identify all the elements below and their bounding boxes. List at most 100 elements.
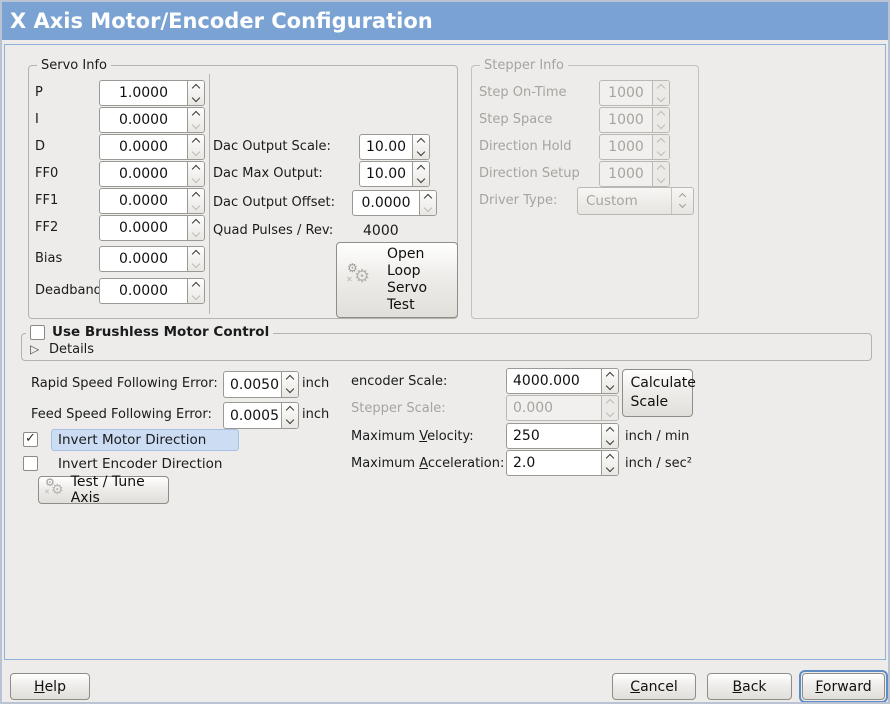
invert-motor-label-highlight: [51, 429, 239, 451]
use-brushless-label: Use Brushless Motor Control: [52, 324, 270, 340]
back-button[interactable]: Back: [707, 673, 792, 700]
help-button[interactable]: Help: [10, 673, 90, 700]
back-button-label: Back: [732, 678, 767, 695]
rapid-following-error-unit: inch: [302, 376, 330, 391]
max-acceleration-label: Maximum Acceleration:: [351, 456, 505, 471]
gears-icon: ⚙ ⚙ ✕: [44, 476, 64, 498]
servo-info-legend: Servo Info: [37, 58, 111, 73]
spin-buttons: [652, 81, 669, 105]
d-gain-label: D: [35, 139, 46, 154]
spin-buttons[interactable]: [281, 403, 298, 428]
encoder-scale-spinbox[interactable]: 4000.000: [506, 368, 619, 394]
forward-button-label: Forward: [815, 678, 872, 695]
quad-pulses-value: 4000: [363, 223, 399, 239]
step-space-label: Step Space: [479, 112, 553, 127]
bias-spinbox[interactable]: 0.0000: [99, 246, 205, 272]
feed-following-error-unit: inch: [302, 407, 330, 422]
ff1-spinbox[interactable]: 0.0000: [99, 188, 205, 214]
spin-buttons[interactable]: [187, 216, 204, 240]
details-expander-icon[interactable]: ▷: [30, 342, 40, 356]
stepper-info-frame: Stepper Info Step On-Time 1000 Step Spac…: [471, 58, 699, 319]
test-tune-axis-button[interactable]: ⚙ ⚙ ✕ Test / Tune Axis: [38, 474, 169, 506]
invert-encoder-checkbox[interactable]: [23, 456, 38, 471]
step-on-time-spinbox: 1000: [599, 80, 670, 106]
invert-encoder-label[interactable]: Invert Encoder Direction: [58, 456, 223, 472]
max-acceleration-unit: inch / sec²: [625, 456, 693, 471]
servo-column-separator: [209, 74, 210, 314]
spin-buttons[interactable]: [601, 451, 618, 475]
step-on-time-label: Step On-Time: [479, 85, 567, 100]
direction-setup-label: Direction Setup: [479, 166, 580, 181]
cancel-button[interactable]: Cancel: [612, 673, 696, 700]
max-acceleration-spinbox[interactable]: 2.0: [506, 450, 619, 476]
spin-buttons[interactable]: [187, 189, 204, 213]
open-loop-button-label: Open Loop Servo Test: [387, 246, 428, 313]
max-velocity-spinbox[interactable]: 250: [506, 423, 619, 449]
spin-buttons[interactable]: [187, 81, 204, 105]
spin-buttons[interactable]: [412, 135, 429, 159]
dac-max-output-spinbox[interactable]: 10.00: [359, 161, 430, 187]
driver-type-label: Driver Type:: [479, 193, 558, 208]
calculate-scale-button[interactable]: Calculate Scale: [622, 369, 696, 417]
spin-buttons[interactable]: [187, 247, 204, 271]
servo-info-frame: Servo Info P 1.0000 I 0.0000 D 0.0000 FF…: [28, 58, 458, 319]
test-tune-axis-label: Test / Tune Axis: [70, 474, 145, 506]
spin-buttons[interactable]: [187, 108, 204, 132]
spin-buttons[interactable]: [419, 191, 436, 215]
bias-label: Bias: [35, 251, 63, 266]
cancel-button-label: Cancel: [630, 678, 678, 695]
quad-pulses-label: Quad Pulses / Rev:: [213, 223, 334, 238]
dac-max-output-label: Dac Max Output:: [213, 166, 323, 181]
dac-output-offset-spinbox[interactable]: 0.0000: [352, 190, 437, 216]
invert-motor-label[interactable]: Invert Motor Direction: [58, 432, 207, 448]
spin-buttons: [652, 135, 669, 159]
use-brushless-checkbox[interactable]: [30, 325, 45, 340]
spin-buttons: [652, 162, 669, 186]
stepper-scale-spinbox: 0.000: [506, 395, 619, 421]
ff2-spinbox[interactable]: 0.0000: [99, 215, 205, 241]
d-gain-spinbox[interactable]: 0.0000: [99, 134, 205, 160]
ff0-label: FF0: [35, 166, 59, 181]
p-gain-spinbox[interactable]: 1.0000: [99, 80, 205, 106]
stepper-scale-label: Stepper Scale:: [351, 401, 446, 416]
content-area: Servo Info P 1.0000 I 0.0000 D 0.0000 FF…: [4, 44, 886, 660]
forward-button-focus-ring: Forward: [799, 670, 888, 702]
dac-output-scale-spinbox[interactable]: 10.00: [359, 134, 430, 160]
encoder-scale-label: encoder Scale:: [351, 374, 448, 389]
direction-hold-spinbox: 1000: [599, 134, 670, 160]
spin-buttons[interactable]: [412, 162, 429, 186]
brushless-frame: Use Brushless Motor Control ▷ Details: [21, 325, 872, 361]
invert-motor-checkbox[interactable]: [23, 431, 38, 447]
max-velocity-label: Maximum Velocity:: [351, 429, 474, 444]
calculate-scale-label: Calculate Scale: [630, 375, 696, 410]
deadband-spinbox[interactable]: 0.0000: [99, 278, 205, 304]
details-label[interactable]: Details: [49, 342, 95, 357]
ff1-label: FF1: [35, 193, 59, 208]
spin-buttons[interactable]: [187, 279, 204, 303]
spin-buttons[interactable]: [601, 424, 618, 448]
direction-setup-spinbox: 1000: [599, 161, 670, 187]
spin-buttons[interactable]: [601, 369, 618, 393]
ff0-spinbox[interactable]: 0.0000: [99, 161, 205, 187]
forward-button[interactable]: Forward: [802, 673, 885, 700]
max-velocity-unit: inch / min: [625, 429, 690, 444]
dac-output-scale-label: Dac Output Scale:: [213, 139, 331, 154]
direction-hold-label: Direction Hold: [479, 139, 572, 154]
rapid-following-error-label: Rapid Speed Following Error:: [31, 376, 218, 391]
spin-buttons[interactable]: [187, 162, 204, 186]
step-space-spinbox: 1000: [599, 107, 670, 133]
brushless-legend: Use Brushless Motor Control: [26, 324, 274, 340]
open-loop-servo-test-button[interactable]: ⚙⚙✕ Open Loop Servo Test: [336, 242, 458, 318]
spin-buttons[interactable]: [187, 135, 204, 159]
gears-icon: ⚙⚙✕: [346, 261, 371, 287]
feed-following-error-spinbox[interactable]: 0.0005: [223, 402, 299, 429]
p-gain-label: P: [35, 85, 43, 100]
i-gain-label: I: [35, 112, 39, 127]
spin-buttons: [601, 396, 618, 420]
spin-buttons[interactable]: [281, 372, 298, 397]
page-title: X Axis Motor/Encoder Configuration: [2, 2, 888, 40]
driver-type-combobox: Custom: [577, 187, 694, 215]
rapid-following-error-spinbox[interactable]: 0.0050: [223, 371, 299, 398]
i-gain-spinbox[interactable]: 0.0000: [99, 107, 205, 133]
